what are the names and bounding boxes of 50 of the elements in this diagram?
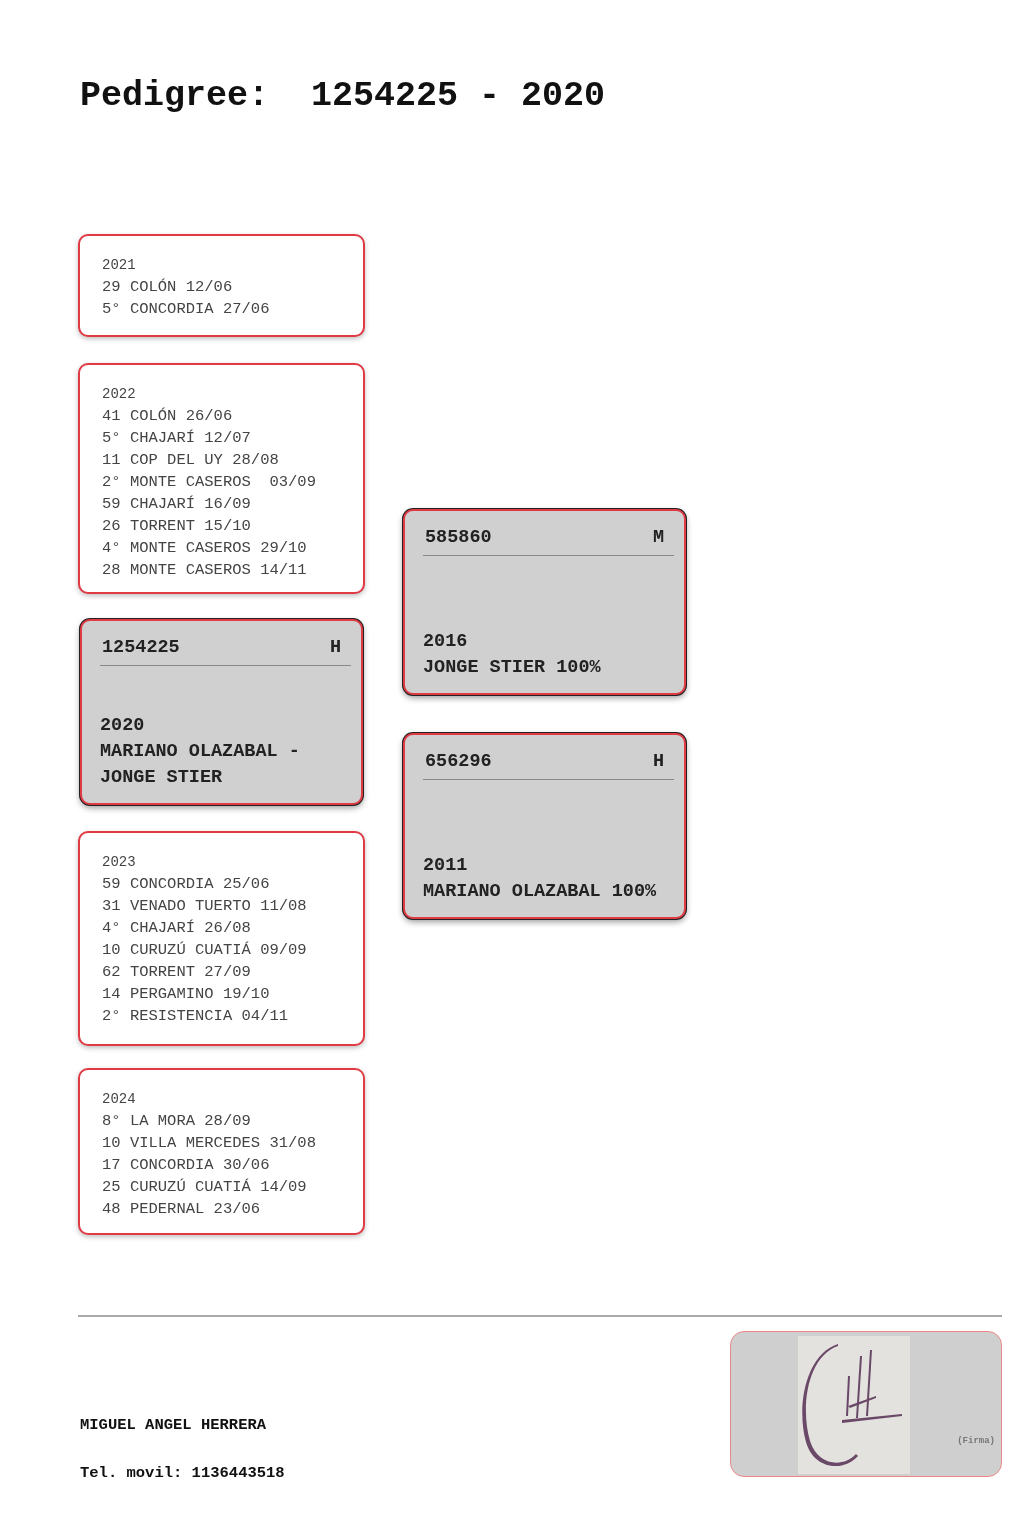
season-year: 2023	[102, 853, 137, 872]
race-result: 2° MONTE CASEROS 03/09	[102, 472, 317, 493]
results-card	[78, 363, 365, 594]
race-result: 10 CURUZÚ CUATIÁ 09/09	[102, 940, 308, 961]
ring-number: 1254225	[102, 636, 180, 660]
pigeon-card	[403, 509, 686, 695]
signature-caption: (Firma)	[957, 1436, 995, 1446]
season-year: 2024	[102, 1090, 137, 1109]
sex-code: H	[652, 750, 664, 774]
season-year: 2021	[102, 256, 137, 275]
race-result: 41 COLÓN 26/06	[102, 406, 234, 427]
birth-year: 2011	[423, 854, 469, 878]
race-result: 2° RESISTENCIA 04/11	[102, 1006, 290, 1027]
signature-panel	[730, 1331, 1002, 1477]
race-result: 31 VENADO TUERTO 11/08	[102, 896, 308, 917]
ring-number: 656296	[425, 750, 492, 774]
pigeon-card	[80, 619, 363, 805]
results-card	[78, 831, 365, 1046]
breeder-line: JONGE STIER 100%	[423, 656, 602, 680]
race-result: 26 TORRENT 15/10	[102, 516, 252, 537]
race-result: 25 CURUZÚ CUATIÁ 14/09	[102, 1177, 308, 1198]
phone-number: Tel. movil: 1136443518	[80, 1464, 285, 1482]
birth-year: 2016	[423, 630, 469, 654]
birth-year: 2020	[100, 714, 146, 738]
race-result: 5° CHAJARÍ 12/07	[102, 428, 252, 449]
ring-number: 585860	[425, 526, 492, 550]
race-result: 4° MONTE CASEROS 29/10	[102, 538, 308, 559]
season-year: 2022	[102, 385, 137, 404]
race-result: 59 CHAJARÍ 16/09	[102, 494, 252, 515]
race-result: 59 CONCORDIA 25/06	[102, 874, 271, 895]
race-result: 10 VILLA MERCEDES 31/08	[102, 1133, 317, 1154]
results-card	[78, 234, 365, 337]
owner-name: MIGUEL ANGEL HERRERA	[80, 1416, 267, 1434]
race-result: 11 COP DEL UY 28/08	[102, 450, 280, 471]
sex-code: M	[652, 526, 664, 550]
race-result: 62 TORRENT 27/09	[102, 962, 252, 983]
breeder-line: MARIANO OLAZABAL 100%	[423, 880, 658, 904]
page-title: Pedigree: 1254225 - 2020	[80, 76, 606, 116]
race-result: 14 PERGAMINO 19/10	[102, 984, 271, 1005]
race-result: 28 MONTE CASEROS 14/11	[102, 560, 308, 581]
race-result: 48 PEDERNAL 23/06	[102, 1199, 262, 1220]
race-result: 4° CHAJARÍ 26/08	[102, 918, 252, 939]
race-result: 29 COLÓN 12/06	[102, 277, 234, 298]
pigeon-card	[403, 733, 686, 919]
race-result: 5° CONCORDIA 27/06	[102, 299, 271, 320]
sex-code: H	[329, 636, 341, 660]
race-result: 8° LA MORA 28/09	[102, 1111, 252, 1132]
results-card	[78, 1068, 365, 1235]
race-result: 17 CONCORDIA 30/06	[102, 1155, 271, 1176]
breeder-line: MARIANO OLAZABAL - JONGE STIER	[100, 740, 301, 790]
